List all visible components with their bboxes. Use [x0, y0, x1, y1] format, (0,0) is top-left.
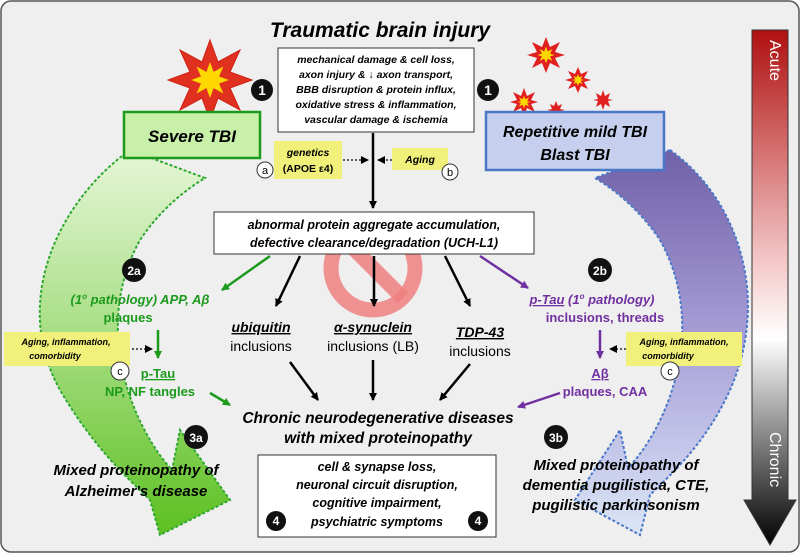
outcome-left-line-1: Mixed proteinopathy of	[54, 462, 221, 479]
blue-curved-arrow	[573, 148, 749, 537]
badges-c-text: c	[667, 366, 673, 378]
left_path-p1a-text: (1	[71, 292, 83, 307]
outcome-right-line-3: pugilistic parkinsonism	[531, 497, 700, 514]
aggregate-line-1: abnormal protein aggregate accumulation,	[248, 218, 501, 232]
severe-tbi-box	[122, 110, 262, 160]
outcome-left-line-2: Alzheimer's disease	[64, 483, 208, 500]
outcome-right-line-2: dementia pugilistica, CTE,	[523, 477, 710, 494]
chronic-label: Chronic	[766, 432, 783, 487]
mechanism-line-5: vascular damage & ischemia	[304, 114, 448, 126]
aging-comorbidity-box-left	[4, 332, 130, 366]
badges-a-text: a	[262, 165, 269, 177]
right_path-p1a-text: p-Tau	[528, 292, 564, 307]
diagram-title: Traumatic brain injury	[270, 19, 491, 42]
symptom-line-3: cognitive impairment,	[312, 496, 441, 510]
mechanism-line-4: oxidative stress & inflammation,	[295, 99, 456, 111]
repetitive-tbi-box	[484, 110, 666, 172]
chronic-disease-line-1: Chronic neurodegenerative diseases	[242, 410, 514, 427]
plaques-label-left: plaques	[103, 310, 152, 325]
badges-one-text: 1	[484, 82, 492, 98]
tangles-label: NP, NF tangles	[105, 384, 195, 399]
tdp43-label: TDP-43	[456, 324, 504, 340]
abeta-label-right: Aβ	[591, 366, 608, 381]
badge-2a: 2a	[122, 258, 146, 282]
badges-two_b-text: 2b	[593, 264, 607, 278]
aggregate-box	[213, 211, 535, 255]
badge-c-left: c	[110, 361, 130, 381]
aging-comorbidity-right-line-2: comorbidity	[642, 351, 694, 361]
right_path-p1c-text: pathology)	[584, 292, 654, 307]
badges-one-text: 1	[258, 82, 266, 98]
left_path-p1b-text: pathology) APP, Aβ	[87, 292, 209, 307]
mechanisms-box	[277, 47, 475, 133]
symptom-line-4: psychiatric symptoms	[310, 515, 443, 529]
badge-b: b	[441, 163, 459, 181]
arrow-to-tdp43	[443, 255, 472, 307]
badge-a: a	[256, 161, 274, 179]
badge-3b: 3b	[544, 425, 568, 449]
arrow-tdp43-down	[439, 363, 471, 401]
ubiquitin-label: ubiquitin	[231, 319, 290, 335]
badges-four-text: 4	[475, 514, 482, 528]
ptau-primary-label-right: p-Tau (1o pathology)	[528, 292, 654, 307]
ubiquitin-inclusions-label: inclusions	[230, 338, 291, 354]
badge-3a: 3a	[184, 425, 208, 449]
genetics-box	[274, 141, 342, 179]
right_path-p1sup-text: o	[580, 292, 585, 301]
mechanism-line-3: BBB disruption & protein influx,	[296, 84, 456, 96]
symptom-line-2: neuronal circuit disruption,	[296, 478, 458, 492]
aggregate-line-2: defective clearance/degradation (UCH-L1)	[250, 236, 498, 250]
arrow-abeta-to-chronic-right	[517, 391, 561, 409]
synuclein-label: α-synuclein	[334, 319, 412, 335]
mechanism-line-1: mechanical damage & cell loss,	[297, 54, 455, 66]
aging-comorbidity-left-line-2: comorbidity	[29, 351, 81, 361]
badges-three_a-text: 3a	[189, 431, 203, 445]
badge-2b: 2b	[588, 258, 612, 282]
arrow-to-ubiquitin	[274, 255, 302, 307]
outcome-right-line-1: Mixed proteinopathy of	[534, 457, 701, 474]
arrow-to-app	[221, 254, 271, 292]
badges-two_a-text: 2a	[127, 264, 141, 278]
badges-c-text: c	[117, 366, 123, 378]
acute-chronic-scale: Acute Chronic	[743, 29, 797, 546]
badges-b-text: b	[447, 167, 453, 179]
repetitive-tbi-line-2: Blast TBI	[540, 147, 610, 164]
arrow-tau-to-chronic-left	[209, 391, 231, 407]
badge-1-right: 1	[477, 79, 499, 101]
chronic-disease-line-2: with mixed proteinopathy	[284, 430, 473, 447]
tdp43-inclusions-label: inclusions	[449, 343, 510, 359]
badge-4-left: 4	[266, 511, 286, 531]
aging-comorbidity-box-right	[626, 332, 742, 366]
badges-three_b-text: 3b	[549, 431, 563, 445]
repetitive-tbi-line-1: Repetitive mild TBI	[503, 124, 648, 141]
ptau-label-left: p-Tau	[141, 366, 175, 381]
green-curved-arrow	[38, 148, 232, 537]
left_path-p1sup-text: o	[82, 292, 87, 301]
badge-c-right: c	[660, 361, 680, 381]
aging-comorbidity-left-line-1: Aging, inflammation,	[21, 337, 111, 347]
arrow-ubiquitin-down	[288, 361, 320, 401]
aging-label: Aging	[404, 154, 435, 166]
apoe-label: (APOE ε4)	[283, 163, 334, 175]
badge-1-left: 1	[251, 79, 273, 101]
acute-label: Acute	[766, 40, 783, 81]
symptoms-box	[257, 454, 497, 538]
symptom-line-1: cell & synapse loss,	[318, 460, 437, 474]
badge-4-right: 4	[468, 511, 488, 531]
inclusions-threads-label: inclusions, threads	[546, 310, 664, 325]
synuclein-inclusions-label: inclusions (LB)	[327, 338, 419, 354]
arrow-to-ptau-right	[479, 254, 529, 290]
app-abeta-label: (1o pathology) APP, Aβ	[71, 292, 210, 307]
aging-comorbidity-right-line-1: Aging, inflammation,	[639, 337, 729, 347]
severe-tbi-label: Severe TBI	[148, 127, 237, 146]
right_path-p1b-text: (1	[564, 292, 579, 307]
plaques-caa-label: plaques, CAA	[563, 384, 648, 399]
badges-four-text: 4	[273, 514, 280, 528]
genetics-label: genetics	[286, 147, 330, 159]
aging-box	[392, 148, 448, 170]
mechanism-line-2: axon injury & ↓ axon transport,	[299, 69, 453, 81]
starburst-icon-large-inner	[191, 62, 229, 98]
